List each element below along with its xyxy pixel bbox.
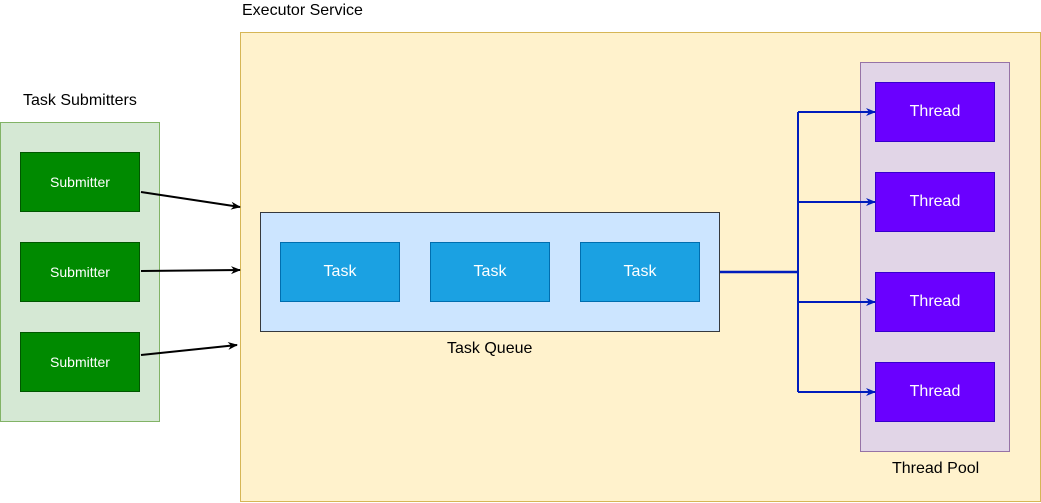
task-node[interactable]: Task — [430, 242, 550, 302]
task-queue-title: Task Queue — [447, 340, 533, 357]
submitter-node[interactable]: Submitter — [20, 332, 140, 392]
thread-node[interactable]: Thread — [875, 272, 995, 332]
task-node[interactable]: Task — [280, 242, 400, 302]
submit-arrow — [140, 341, 238, 356]
submit-arrow — [140, 266, 241, 275]
task-submitters-title: Task Submitters — [23, 92, 137, 109]
task-node[interactable]: Task — [580, 242, 700, 302]
thread-node[interactable]: Thread — [875, 362, 995, 422]
executor-service-title: Executor Service — [242, 2, 363, 19]
thread-node[interactable]: Thread — [875, 82, 995, 142]
thread-pool-title: Thread Pool — [892, 460, 980, 477]
submit-arrow — [140, 191, 241, 210]
submitter-node[interactable]: Submitter — [20, 152, 140, 212]
submitter-node[interactable]: Submitter — [20, 242, 140, 302]
